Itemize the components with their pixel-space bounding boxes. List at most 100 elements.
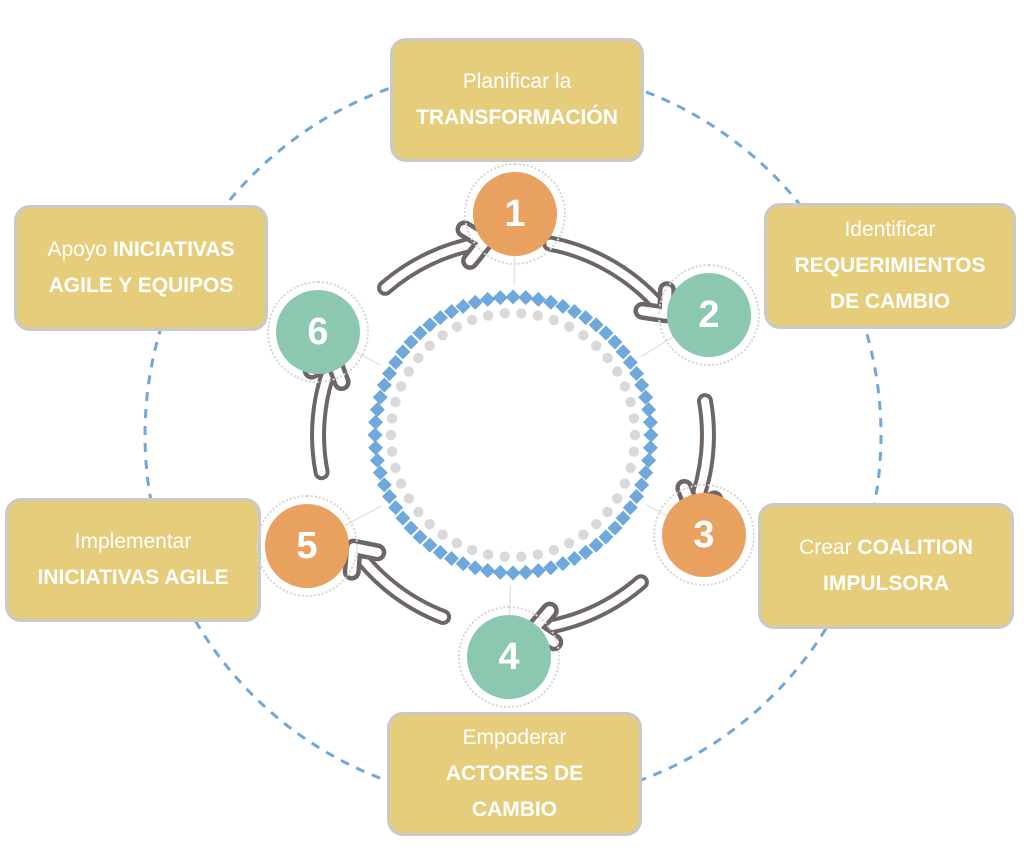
step-3-line2: IMPULSORA [823,572,949,595]
inner-ring-background [363,285,663,585]
ring-dot [548,314,560,326]
step-4-line3: CAMBIO [471,798,558,821]
step-4-line1: Empoderar [462,726,567,749]
ring-dot [612,493,623,504]
ring-diamond [588,317,604,333]
ring-diamond [598,325,614,341]
ring-diamond [432,310,448,326]
ring-dot [424,340,435,351]
ring-diamond [422,317,438,333]
ring-dot [548,544,560,556]
ring-dot [499,551,510,562]
ring-diamond [367,427,383,443]
ring-diamond [388,354,404,370]
step-2-line2: REQUERIMIENTOS [794,254,986,277]
ring-diamond [376,377,392,393]
ring-diamond [615,510,631,526]
ring-dot [403,366,414,377]
ring-dot [625,396,636,408]
step-5-box: Implementar INICIATIVAS AGILE [5,498,261,622]
ring-diamond [376,477,392,493]
step-5-line1: Implementar [74,530,192,553]
ring-dot [578,529,589,540]
ring-diamond [480,291,496,307]
ring-dot [466,544,478,556]
ring-dot [591,340,602,351]
ring-dot [386,413,398,424]
ring-dot [602,352,613,364]
ring-dot [390,462,401,474]
ring-diamond [598,529,614,545]
ring-diamond [455,298,471,314]
ring-dot [563,321,575,332]
ring-diamond [567,551,583,567]
ring-dot [483,549,494,560]
ring-diamond [492,564,508,580]
ring-diamond [372,389,388,405]
ring-diamond [555,556,571,572]
ring-diamond [455,556,471,572]
ring-diamond [641,402,657,418]
ring-diamond [368,440,384,456]
ring-diamond [607,334,623,350]
ring-diamond [480,563,496,579]
cycle-arrow-4 [341,538,452,625]
ring-dot [466,314,478,326]
ring-dot [532,310,543,321]
ring-diamond [634,477,650,493]
step-5-line2: INICIATIVAS AGILE [37,566,229,589]
ring-dot [499,308,510,319]
ring-diamond [629,489,645,505]
ring-dot [612,366,623,377]
ring-diamond [505,289,521,305]
ring-diamond [505,565,521,581]
step-6-box: Apoyo INICIATIVAS AGILE Y EQUIPOS [14,205,268,331]
ring-dot [619,478,631,489]
step-3-line1: Crear COALITION [799,536,973,559]
ring-diamond [643,427,659,443]
ring-diamond [443,303,459,319]
ring-diamond [543,294,559,310]
step-4-box: Empoderar ACTORES DE CAMBIO [387,712,642,836]
step-2-line3: DE CAMBIO [829,290,951,313]
ring-dot [516,308,527,319]
ring-dot [619,381,631,392]
step-2-line1: Identificar [844,218,936,241]
ring-dot [602,506,613,518]
ring-diamond [578,310,594,326]
step-3-box: Crear COALITION IMPULSORA [758,503,1014,629]
ring-dot [403,493,414,504]
ring-dot [437,330,448,341]
ring-diamond [432,544,448,560]
step-6-number: 6 [267,281,369,383]
ring-diamond [412,325,428,341]
ring-diamond [530,291,546,307]
cycle-arrow-6 [377,226,488,296]
step-4-number: 4 [458,606,560,708]
ring-dot [451,538,463,549]
ring-diamond [642,440,658,456]
ring-dot [628,413,640,424]
ring-diamond [369,402,385,418]
ring-diamond [369,452,385,468]
ring-diamond [530,563,546,579]
ring-diamond [412,529,428,545]
step-6-line2: AGILE Y EQUIPOS [48,274,234,297]
ring-dot [385,429,397,441]
ring-diamond [588,537,604,553]
step-5-number: 5 [256,495,358,597]
ring-diamond [518,564,534,580]
ring-diamond [395,344,411,360]
ring-diamond [403,334,419,350]
ring-diamond [578,544,594,560]
ring-diamond [629,365,645,381]
ring-diamond [555,298,571,314]
ring-diamond [543,560,559,576]
ring-dot [516,551,527,562]
ring-dot [628,446,640,457]
step-1-line1: Planificar la [462,70,572,93]
ring-diamond [443,551,459,567]
ring-dot [629,429,641,441]
ring-dot [424,519,435,530]
ring-diamond [422,537,438,553]
